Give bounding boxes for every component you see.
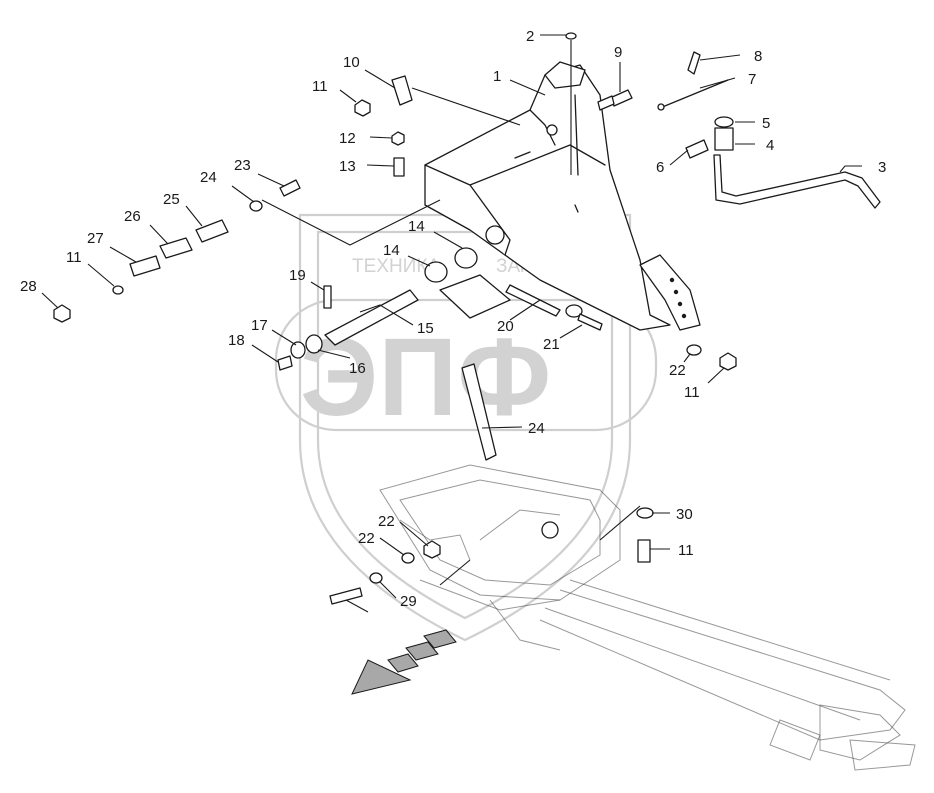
callout-24-lower: 30 bbox=[676, 506, 693, 523]
callout-11-top: 11 bbox=[312, 78, 328, 95]
part-23-bolt bbox=[279, 179, 301, 197]
part-27-washer bbox=[112, 285, 124, 295]
callouts: 1 2 3 4 5 6 7 8 9 10 11 12 13 14 14 15 1… bbox=[20, 28, 886, 610]
part-25-plate bbox=[195, 219, 229, 243]
callout-13: 13 bbox=[339, 158, 356, 175]
callout-10: 10 bbox=[343, 54, 360, 71]
part-18-fitting bbox=[277, 355, 293, 371]
part-4-spring bbox=[714, 127, 734, 151]
callout-1: 1 bbox=[493, 68, 501, 85]
part-20-spring bbox=[505, 284, 561, 317]
part-16-ring bbox=[305, 334, 323, 354]
part-19-pin bbox=[323, 285, 332, 309]
callout-16: 16 bbox=[349, 360, 366, 377]
callout-25: 25 bbox=[163, 191, 180, 208]
frame-pivot-bushing bbox=[541, 521, 559, 539]
part-11-nut-right bbox=[719, 352, 737, 371]
callout-4: 4 bbox=[766, 137, 774, 154]
callout-2: 2 bbox=[526, 28, 534, 45]
part-plate bbox=[439, 274, 511, 319]
callout-14-a: 14 bbox=[408, 218, 425, 235]
part-5-spring-top bbox=[714, 116, 734, 128]
callout-11-left: 28 bbox=[20, 278, 37, 295]
tractor-frame bbox=[379, 464, 916, 771]
bracket-bushing bbox=[485, 225, 505, 245]
part-26-plate bbox=[159, 237, 193, 259]
part-9-bolt bbox=[597, 89, 633, 111]
part-13-bolt bbox=[393, 157, 405, 177]
part-30-bolt bbox=[637, 539, 651, 563]
callout-26: 26 bbox=[124, 208, 141, 225]
part-21-eye-bolt bbox=[565, 304, 583, 318]
part-24-washer bbox=[249, 200, 263, 212]
callout-30: 11 bbox=[678, 542, 694, 559]
part-15-shaft bbox=[324, 289, 419, 346]
callout-28: 24 bbox=[528, 420, 545, 437]
callout-8: 8 bbox=[754, 48, 762, 65]
callout-11-lower: 22 bbox=[378, 513, 395, 530]
part-2-grease-fitting bbox=[565, 32, 577, 40]
part-11-nut-top bbox=[354, 99, 371, 117]
part-22-washer-lower-b bbox=[369, 572, 383, 584]
part-24-washer-lower bbox=[636, 507, 654, 519]
callout-12: 12 bbox=[339, 130, 356, 147]
part-8-cotter-pin bbox=[687, 51, 701, 75]
part-11-nut-lower bbox=[423, 540, 441, 559]
main-bracket bbox=[424, 61, 701, 331]
part-29-bolt bbox=[329, 587, 363, 605]
callout-5: 5 bbox=[762, 115, 770, 132]
callout-11-right: 11 bbox=[684, 384, 700, 401]
part-12-nut bbox=[391, 131, 405, 146]
part-26b-plate bbox=[129, 255, 161, 277]
callout-3: 3 bbox=[878, 159, 886, 176]
part-10-clip bbox=[391, 75, 413, 106]
part-17-ring bbox=[290, 341, 306, 359]
callout-20: 20 bbox=[497, 318, 514, 335]
callout-14-b: 14 bbox=[383, 242, 400, 259]
part-14-bushing-a bbox=[454, 247, 478, 269]
part-14-bushing-b bbox=[424, 261, 448, 283]
direction-arrow bbox=[351, 629, 457, 695]
callout-19: 19 bbox=[289, 267, 306, 284]
callout-26b: 27 bbox=[87, 230, 104, 247]
callout-22-right: 22 bbox=[669, 362, 686, 379]
callout-23: 23 bbox=[234, 157, 251, 174]
callout-6: 6 bbox=[656, 159, 664, 176]
part-3-rod bbox=[713, 154, 881, 209]
callout-22-lower-a: 22 bbox=[358, 530, 375, 547]
callout-27: 11 bbox=[66, 249, 82, 266]
callout-17: 17 bbox=[251, 317, 268, 334]
part-28-strap bbox=[461, 363, 497, 461]
callout-18: 18 bbox=[228, 332, 245, 349]
leader-lines bbox=[41, 34, 862, 613]
part-7-wire bbox=[659, 79, 729, 109]
callout-7: 7 bbox=[748, 71, 756, 88]
callout-15: 15 bbox=[417, 320, 434, 337]
callout-21: 21 bbox=[543, 336, 560, 353]
part-11-nut-left bbox=[53, 304, 71, 323]
callout-24: 24 bbox=[200, 169, 217, 186]
part-22-washer-lower-a bbox=[401, 552, 415, 564]
callout-22-lower-b: 29 bbox=[400, 593, 417, 610]
part-22-washer bbox=[686, 344, 702, 356]
part-6-pin bbox=[685, 139, 709, 159]
callout-9: 9 bbox=[614, 44, 622, 61]
